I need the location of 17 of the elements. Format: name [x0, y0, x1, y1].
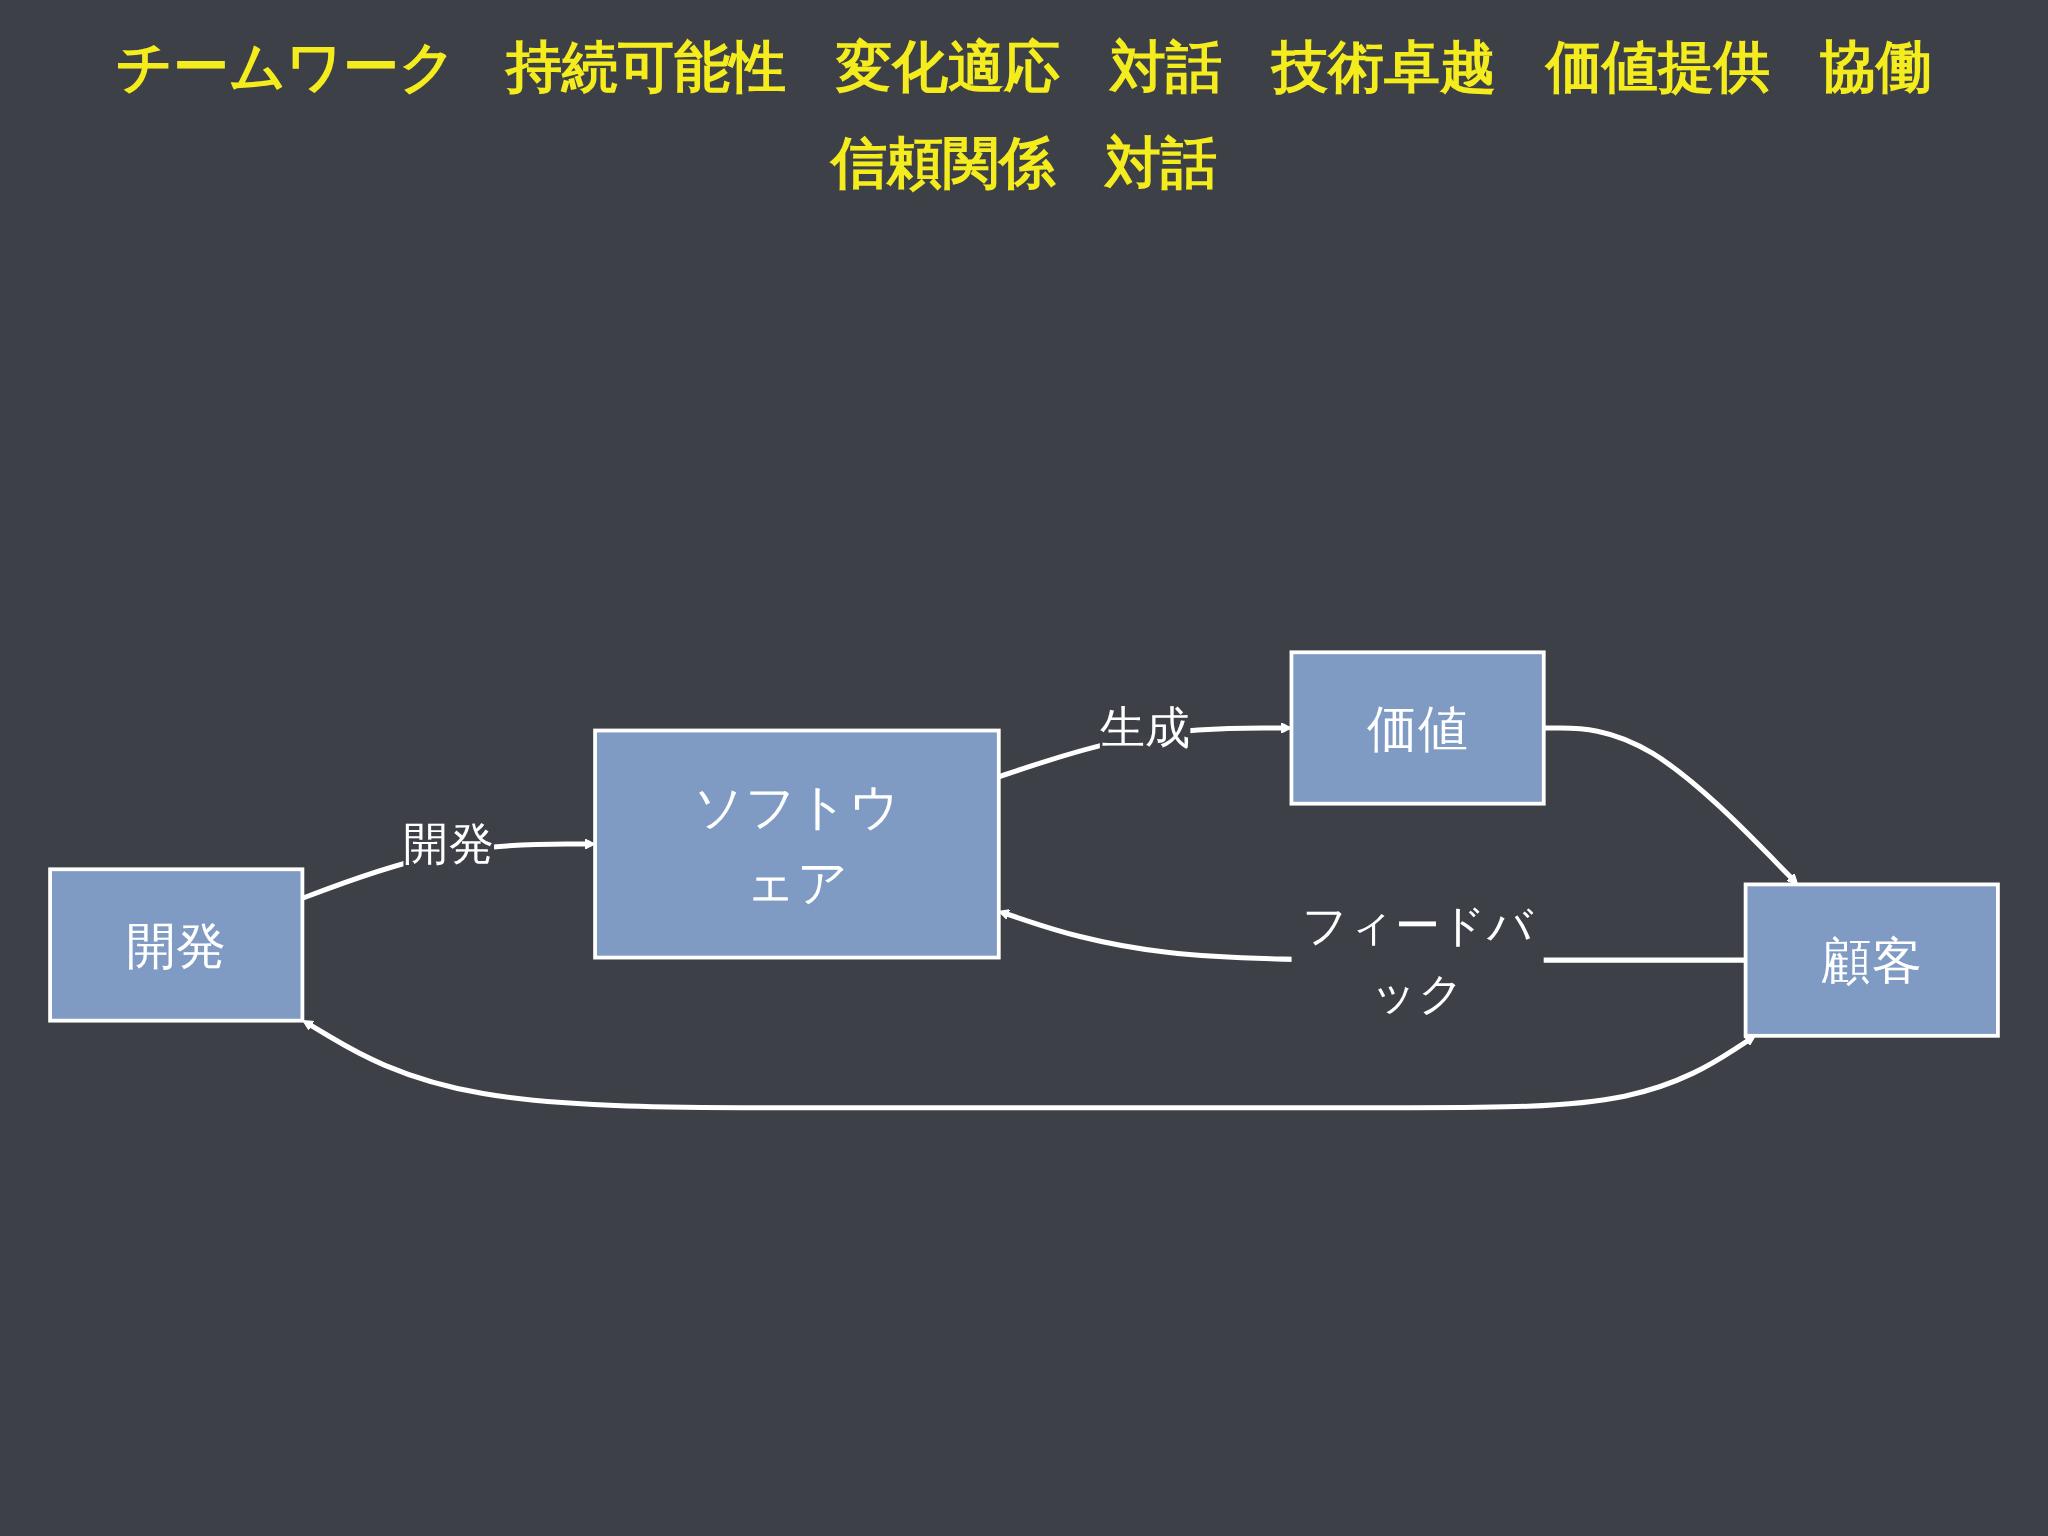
annotation-text: 変化適応: [836, 33, 1060, 101]
annotation-text: 協働: [1820, 33, 1932, 101]
annotation-text: 対話: [1110, 33, 1222, 101]
node-box: 開発: [48, 867, 305, 1023]
annotation-text: 技術卓越: [1272, 33, 1496, 101]
edge-label: 生成: [1099, 701, 1191, 754]
node-box: 価値: [1289, 650, 1546, 806]
annotation-text: 持続可能性: [506, 33, 786, 101]
annotation-text: 対話: [1105, 129, 1217, 197]
edge-label: フィードバック: [1301, 899, 1534, 1020]
annotation-text: 信頼関係: [831, 129, 1055, 197]
annotation-text: 価値提供: [1546, 33, 1770, 101]
edge-label: 開発: [403, 817, 495, 870]
arrow: [302, 1020, 1756, 1111]
annotation-text: チームワーク: [116, 33, 456, 101]
node-box: 顧客: [1743, 882, 2000, 1038]
node-box: ソフトウェア: [593, 728, 1001, 960]
